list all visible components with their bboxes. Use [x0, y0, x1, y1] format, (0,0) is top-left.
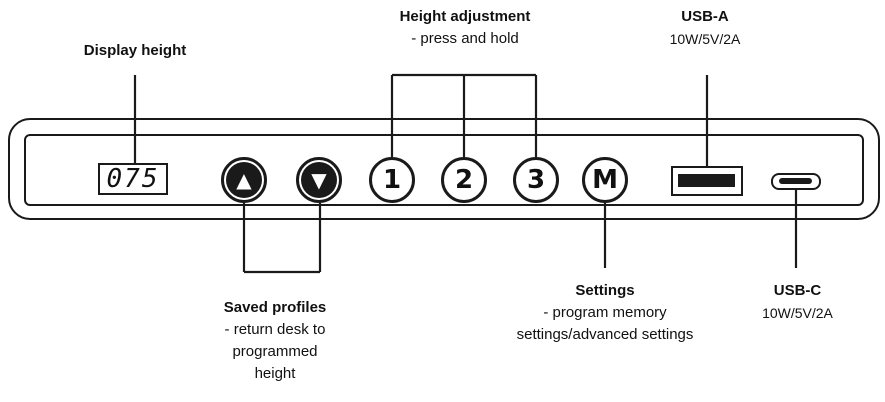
usb-a-port-icon [671, 166, 743, 196]
up-button[interactable]: ▲ [221, 157, 267, 203]
saved-profiles-title: Saved profiles [223, 299, 327, 316]
chevron-up-icon: ▲ [236, 168, 252, 192]
usb-a-title: USB-A [681, 8, 729, 25]
control-panel-face [24, 134, 864, 206]
chevron-down-icon: ▼ [311, 168, 327, 192]
usb-a-spec: 10W/5V/2A [669, 31, 741, 47]
height-display: 075 [98, 163, 168, 195]
usb-c-title: USB-C [773, 282, 822, 299]
usb-a-label: USB-A 10W/5V/2A [640, 6, 770, 50]
saved-profiles-label: Saved profiles - return desk to programm… [180, 297, 370, 385]
preset-3-label: 3 [526, 165, 546, 195]
settings-title: Settings [575, 282, 635, 299]
preset-3-button[interactable]: 3 [513, 157, 559, 203]
settings-line-2: settings/advanced settings [516, 326, 694, 343]
memory-label: M [592, 165, 618, 195]
down-button[interactable]: ▼ [296, 157, 342, 203]
usb-c-label: USB-C 10W/5V/2A [735, 280, 860, 324]
memory-button[interactable]: M [582, 157, 628, 203]
preset-1-button[interactable]: 1 [369, 157, 415, 203]
height-adjustment-title: Height adjustment [399, 8, 531, 25]
height-adjustment-subtitle: - press and hold [411, 30, 519, 47]
control-panel-outline [8, 118, 880, 220]
display-height-label: Display height [83, 42, 187, 59]
usb-c-port-icon [771, 173, 821, 190]
preset-2-button[interactable]: 2 [441, 157, 487, 203]
saved-profiles-line-1: - return desk to [224, 321, 326, 338]
settings-line-1: - program memory [543, 304, 667, 321]
preset-1-label: 1 [382, 165, 402, 195]
height-adjustment-label: Height adjustment - press and hold [345, 6, 585, 50]
saved-profiles-line-2: programmed [232, 343, 318, 360]
preset-2-label: 2 [454, 165, 474, 195]
settings-label: Settings - program memory settings/advan… [480, 280, 730, 346]
saved-profiles-line-3: height [254, 365, 296, 382]
usb-c-spec: 10W/5V/2A [762, 305, 833, 321]
